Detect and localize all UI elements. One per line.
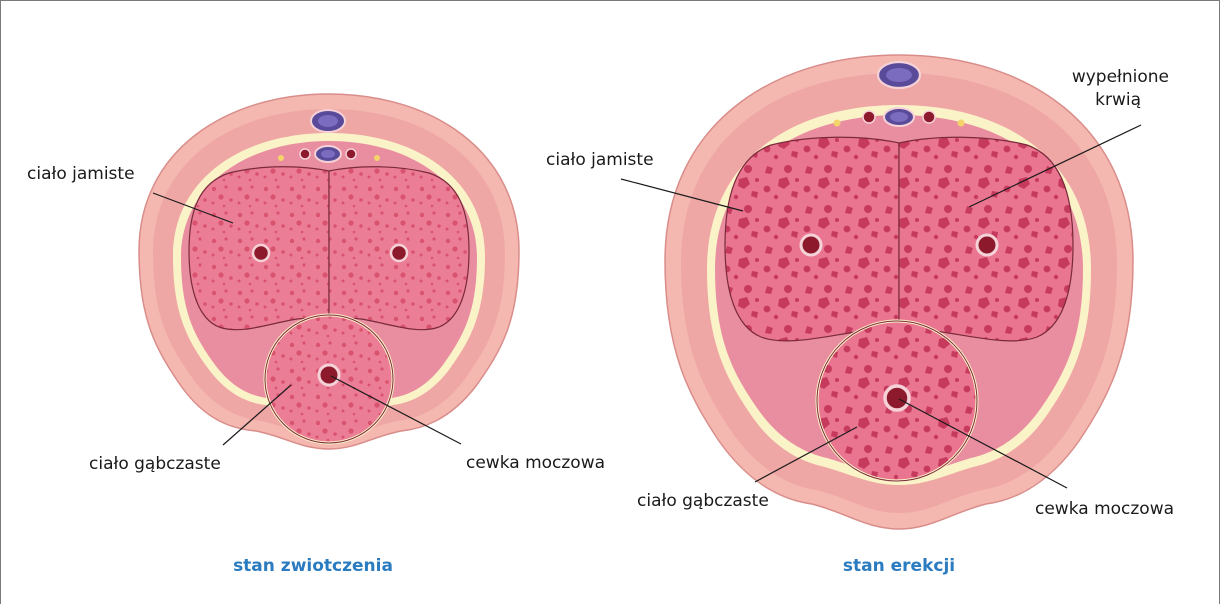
erect-artery-right: [977, 235, 997, 255]
erect-nerve-right: [958, 120, 965, 127]
flaccid-label-urethra: cewka moczowa: [466, 453, 605, 473]
erect-dorsal-artery-right: [923, 111, 935, 123]
erect-label-urethra: cewka moczowa: [1035, 499, 1174, 519]
erect-urethra: [885, 386, 909, 410]
flaccid-state-title: stan zwiotczenia: [233, 556, 393, 576]
erect-state-title: stan erekcji: [843, 556, 955, 576]
flaccid-nerve-left: [278, 155, 284, 161]
flaccid-cross-section: [139, 94, 519, 449]
erect-artery-left: [801, 235, 821, 255]
flaccid-nerve-right: [374, 155, 380, 161]
erect-nerve-left: [834, 120, 841, 127]
erect-label-filled-line2: krwią: [1095, 90, 1141, 110]
flaccid-dorsal-artery-right: [346, 149, 356, 159]
erect-label-corpus-cavernosum: ciało jamiste: [546, 150, 654, 170]
flaccid-dorsal-artery-left: [300, 149, 310, 159]
erect-dorsal-artery-left: [863, 111, 875, 123]
erect-label-filled-line1: wypełnione: [1072, 67, 1169, 87]
flaccid-artery-left: [253, 245, 269, 261]
flaccid-urethra: [319, 365, 339, 385]
flaccid-label-corpus-cavernosum: ciało jamiste: [27, 164, 135, 184]
flaccid-artery-right: [391, 245, 407, 261]
flaccid-label-corpus-spongiosum: ciało gąbczaste: [89, 454, 221, 474]
erect-cross-section: [665, 55, 1133, 529]
erect-label-corpus-spongiosum: ciało gąbczaste: [637, 491, 769, 511]
